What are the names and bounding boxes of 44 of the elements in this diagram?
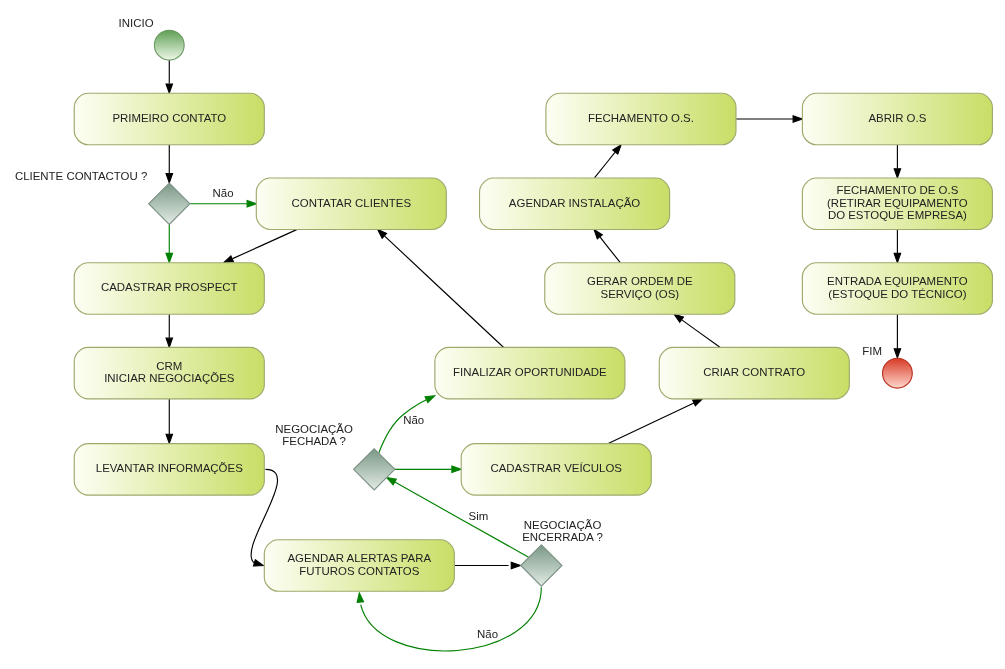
node-box: ABRIR O.S <box>801 92 993 146</box>
node-box: AGENDAR ALERTAS PARA FUTUROS CONTATOS <box>263 539 455 592</box>
arrow <box>453 561 522 570</box>
node-label: NEGOCIAÇÃO ENCERRADA ? <box>521 518 603 544</box>
arrow <box>377 394 436 454</box>
node-box: GERAR ORDEM DE SERVIÇO (OS) <box>543 262 735 315</box>
arrow <box>164 59 173 95</box>
node-box: PRIMEIRO CONTATO <box>73 92 265 146</box>
node-box: ENTRADA EQUIPAMENTO (ESTOQUE DO TÉCNICO) <box>801 262 993 315</box>
arrow <box>735 115 804 124</box>
edge-label: Não <box>402 414 424 427</box>
edge-label: Sim <box>468 510 488 523</box>
node-label: FIM <box>861 344 882 357</box>
node-box: CADASTRAR PROSPECT <box>73 262 265 315</box>
node-box: AGENDAR INSTALAÇÃO <box>478 177 670 231</box>
node-box: FINALIZAR OPORTUNIDADE <box>433 346 625 400</box>
node-box: CRIAR CONTRATO <box>658 346 850 400</box>
node-label: NEGOCIAÇÃO FECHADA ? <box>274 422 353 448</box>
arrow <box>892 144 901 180</box>
arrow <box>164 144 173 185</box>
arrow <box>164 398 173 446</box>
arrow <box>375 228 504 348</box>
node-box: CRM INICIAR NEGOCIAÇÕES <box>73 346 265 400</box>
arrow <box>250 468 278 567</box>
node-label: CLIENTE CONTACTOU ? <box>14 169 147 182</box>
edge-label: Não <box>212 186 234 199</box>
arrow <box>892 229 901 265</box>
node-box: FECHAMENTO DE O.S (RETIRAR EQUIPAMENTO DO ESTOQUE EMPRESA) <box>801 177 993 231</box>
node-diamond <box>519 544 563 587</box>
node-box: CADASTRAR VEÍCULOS <box>460 443 652 496</box>
arrow <box>393 465 463 474</box>
edge-label: Não <box>476 627 498 640</box>
arrow <box>164 223 173 265</box>
node-box: LEVANTAR INFORMAÇÕES <box>73 443 265 496</box>
node-box: FECHAMENTO O.S. <box>544 92 737 146</box>
arrow <box>672 313 721 348</box>
arrow <box>189 199 258 208</box>
arrow <box>384 476 529 558</box>
node-box: CONTATAR CLIENTES <box>255 177 447 231</box>
node-label: INICIO <box>118 16 154 29</box>
node-circle <box>153 29 185 61</box>
node-diamond <box>147 182 191 226</box>
arrow <box>355 586 542 652</box>
node-circle <box>881 357 913 389</box>
